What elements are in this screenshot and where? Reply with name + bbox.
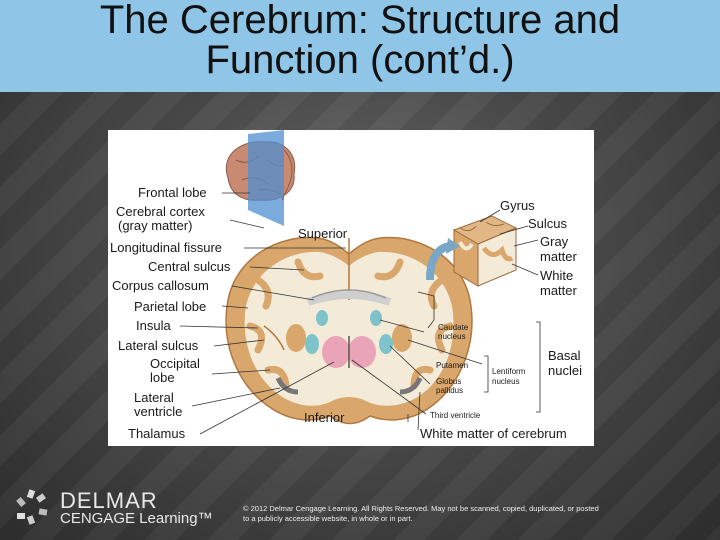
label-cerebral-cortex: Cerebral cortex — [116, 204, 205, 219]
logo-word-cengage: CENGAGE Learning™ — [60, 510, 213, 527]
label-third-ventricle: Third ventricle — [430, 411, 481, 420]
logo-word-delmar: DELMAR — [60, 488, 158, 513]
label-gray-matter-right: matter — [540, 249, 578, 264]
label-central-sulcus: Central sulcus — [148, 259, 231, 274]
label-superior: Superior — [298, 226, 348, 241]
label-lentiform-nucleus: nucleus — [492, 377, 520, 386]
label-longitudinal-fissure: Longitudinal fissure — [110, 240, 222, 255]
label-caudate: Caudate — [438, 323, 469, 332]
label-globus: Globus — [436, 377, 461, 386]
caudate-left — [316, 310, 328, 326]
label-lateral: Lateral — [134, 390, 174, 405]
leader-lines — [179, 192, 539, 435]
lateral-ventricle-right — [399, 376, 423, 395]
label-corpus-callosum: Corpus callosum — [112, 278, 209, 293]
globus-pallidus-left — [305, 334, 319, 354]
putamen-left — [286, 324, 306, 352]
copyright-line-1: © 2012 Delmar Cengage Learning. All Righ… — [243, 504, 599, 513]
putamen-right — [392, 324, 412, 352]
label-white-matter-right: matter — [540, 283, 578, 298]
label-basal: Basal — [548, 348, 581, 363]
label-globus-pallidus: pallidus — [436, 386, 463, 395]
logo-mark-icon — [16, 489, 48, 525]
lateral-brain-inset — [225, 130, 296, 226]
slide-title: The Cerebrum: Structure and Function (co… — [0, 0, 720, 80]
label-gyrus: Gyrus — [500, 198, 535, 213]
coronal-plane — [248, 130, 284, 226]
caudate-right — [370, 310, 382, 326]
label-sulcus: Sulcus — [528, 216, 568, 231]
label-inferior: Inferior — [304, 410, 345, 425]
coronal-section — [225, 236, 473, 425]
thalamus-right — [348, 336, 376, 368]
title-bar — [0, 0, 720, 92]
label-ventricle: ventricle — [134, 404, 182, 419]
delmar-cengage-logo: DELMAR CENGAGE Learning™ — [14, 486, 214, 530]
label-gray-matter-left: (gray matter) — [118, 218, 192, 233]
copyright-notice: © 2012 Delmar Cengage Learning. All Righ… — [243, 504, 663, 524]
label-white-matter-cerebrum: White matter of cerebrum — [420, 426, 567, 441]
thalamus-left — [322, 336, 350, 368]
label-insula: Insula — [136, 318, 171, 333]
label-lateral-sulcus: Lateral sulcus — [118, 338, 199, 353]
title-line-1: The Cerebrum: Structure and — [99, 0, 621, 42]
label-putamen: Putamen — [436, 361, 468, 370]
label-frontal-lobe: Frontal lobe — [138, 185, 207, 200]
label-occipital: Occipital — [150, 356, 200, 371]
cortex-block-inset — [452, 215, 518, 287]
label-basal-nuclei: nuclei — [548, 363, 582, 378]
label-caudate-nucleus: nucleus — [438, 332, 466, 341]
label-thalamus: Thalamus — [128, 426, 186, 441]
label-gray: Gray — [540, 234, 569, 249]
brain-diagram: Frontal lobe Cerebral cortex (gray matte… — [110, 130, 582, 441]
label-lentiform: Lentiform — [492, 367, 526, 376]
label-white: White — [540, 268, 573, 283]
label-parietal-lobe: Parietal lobe — [134, 299, 206, 314]
globus-pallidus-right — [379, 334, 393, 354]
copyright-line-2: to a publicly accessible website, in who… — [243, 514, 413, 523]
lateral-ventricle-left — [275, 376, 299, 395]
brain-figure: Frontal lobe Cerebral cortex (gray matte… — [108, 130, 594, 446]
title-line-2: Function (cont’d.) — [205, 38, 515, 82]
label-occipital-lobe: lobe — [150, 370, 175, 385]
